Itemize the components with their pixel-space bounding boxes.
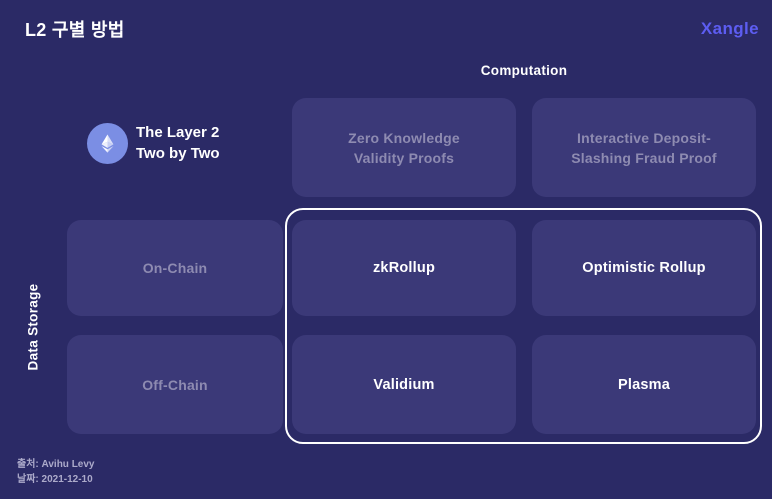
computation-axis-label: Computation (480, 63, 568, 78)
matrix-cell-plasma: Plasma (532, 335, 756, 434)
legend-corner: The Layer 2 Two by Two (87, 122, 220, 164)
column-header-line: Validity Proofs (353, 149, 455, 166)
matrix-cell-validium: Validium (292, 335, 516, 434)
matrix-cell-label: Plasma (618, 376, 670, 393)
legend-title: The Layer 2 Two by Two (136, 122, 220, 164)
row-header-label: On-Chain (142, 260, 208, 276)
legend-title-line1: The Layer 2 (136, 124, 220, 141)
row-header-on-chain: On-Chain (67, 220, 283, 316)
column-header-fraud-proof: Interactive Deposit- Slashing Fraud Proo… (532, 98, 756, 197)
column-header-line: Zero Knowledge (348, 129, 460, 146)
column-header-line: Slashing Fraud Proof (571, 149, 717, 166)
ethereum-icon (87, 122, 128, 164)
data-storage-axis-label: Data Storage (25, 283, 41, 371)
matrix-cell-label: zkRollup (372, 260, 435, 276)
xangle-logo: Xangle (700, 19, 759, 38)
page-title: L2 구별 방법 (25, 20, 125, 40)
matrix-cell-optimistic-rollup: Optimistic Rollup (532, 220, 756, 316)
date-text: 날짜: 2021-12-10 (17, 474, 93, 485)
column-header-zero-knowledge: Zero Knowledge Validity Proofs (292, 98, 516, 197)
matrix-cell-label: Validium (373, 376, 435, 393)
source-text: 출처: Avihu Levy (17, 459, 95, 470)
column-header-line: Interactive Deposit- (577, 129, 711, 146)
matrix-cell-label: Optimistic Rollup (582, 260, 706, 276)
matrix-cell-zkrollup: zkRollup (292, 220, 516, 316)
footer: 출처: Avihu Levy 날짜: 2021-12-10 (17, 457, 95, 487)
legend-title-line2: Two by Two (136, 145, 220, 162)
row-header-off-chain: Off-Chain (67, 335, 283, 434)
row-header-label: Off-Chain (142, 376, 208, 393)
